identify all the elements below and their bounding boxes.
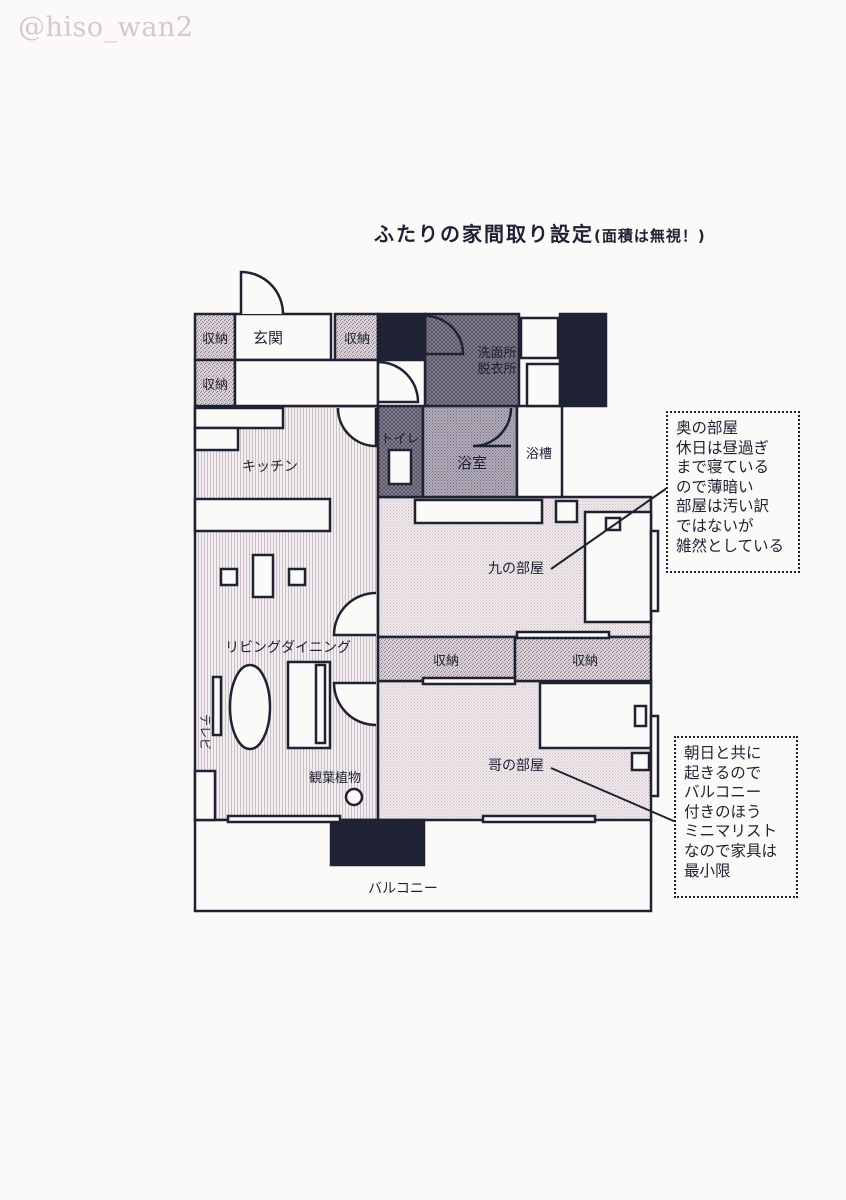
washroom-door-swing — [424, 314, 465, 356]
title-sub: (面積は無視！) — [594, 227, 706, 245]
author-handle: @hiso_wan2 — [18, 12, 194, 43]
note-ani-line: ミニマリスト — [684, 822, 778, 841]
balcony-wall-block — [329, 818, 426, 867]
note-ku-line: 部屋は汚い訳 — [676, 497, 770, 516]
living-cabinet — [193, 769, 217, 822]
bathroom-door-swing — [472, 407, 513, 448]
corridor-door-zone — [376, 358, 427, 408]
note-ku-line: ので薄暗い — [676, 477, 754, 496]
note-ani-line: 付きのほう — [684, 802, 762, 821]
corridor — [233, 358, 380, 408]
note-ani-line: 起きるので — [684, 763, 762, 782]
ku-stool — [554, 499, 579, 524]
page-title: ふたりの家間取り設定(面積は無視！) — [374, 218, 706, 247]
title-main: ふたりの家間取り設定 — [374, 222, 594, 246]
note-ani-line: なので家具は — [684, 841, 778, 860]
note-ku-line: 奥の部屋 — [676, 419, 739, 437]
ku-desk — [413, 498, 544, 525]
living-label: リビングダイニング — [225, 640, 351, 656]
kitchen-island — [193, 497, 332, 533]
window-living-balcony — [226, 814, 342, 824]
note-ku-line: 雑然としている — [676, 536, 785, 555]
ani-door-swing — [332, 681, 377, 727]
window-ani-balcony — [481, 814, 597, 824]
bathtub — [515, 404, 564, 499]
storage-top-3 — [193, 358, 237, 408]
dining-chair-left — [219, 567, 239, 587]
storage-label-3: 収納 — [202, 378, 228, 393]
ani-side-table — [630, 751, 651, 772]
sliding-door-ani-closet — [421, 676, 517, 686]
washbasin — [519, 316, 560, 360]
leader-ku — [550, 487, 668, 570]
wall-block-2 — [558, 312, 608, 408]
plant-pot — [344, 787, 364, 807]
ani-window-frame — [649, 714, 660, 798]
note-ku-line: 休日は昼過ぎ — [676, 438, 770, 457]
ani-pillow — [633, 704, 648, 728]
bathroom-label: 浴室 — [457, 454, 487, 472]
note-ani-line: バルコニー — [684, 783, 762, 802]
storage-label-4: 収納 — [433, 654, 459, 669]
wall-block-1 — [376, 312, 427, 362]
kitchen-door-swing — [336, 407, 378, 448]
washroom-label-1: 洗面所 — [477, 346, 516, 361]
room-ani-label: 哥の部屋 — [488, 758, 544, 774]
kitchen-counter-upper — [193, 406, 285, 430]
storage-top-2 — [333, 312, 380, 362]
toilet-door-swing — [377, 360, 420, 404]
storage-label-5: 収納 — [572, 654, 598, 669]
entrance-label: 玄関 — [253, 329, 283, 347]
dining-chair-right — [287, 567, 307, 587]
kitchen-counter-lower — [193, 426, 240, 452]
note-ku-line: まで寝ている — [676, 458, 770, 477]
note-ani-line: 朝日と共に — [684, 744, 762, 762]
room-ku-label: 九の部屋 — [488, 561, 544, 577]
ku-door-swing — [332, 591, 377, 637]
bathroom-area — [421, 404, 519, 499]
toilet-label: トイレ — [380, 432, 419, 447]
front-door-swing — [239, 270, 285, 315]
dining-table — [251, 553, 275, 599]
tv-label: テレビ — [198, 714, 212, 750]
leader-ani — [550, 767, 677, 823]
storage-label-1: 収納 — [202, 332, 228, 347]
ku-window-frame — [649, 529, 660, 613]
note-ku-room: 奥の部屋 休日は昼過ぎ まで寝ている ので薄暗い 部屋は汚い訳 ではないが 雑然… — [666, 411, 800, 573]
sofa-back — [314, 663, 327, 745]
washroom-label-2: 脱衣所 — [477, 361, 516, 377]
living-rug — [228, 663, 272, 751]
plant-label: 観葉植物 — [309, 771, 361, 786]
note-ani-room: 朝日と共に 起きるので バルコニー 付きのほう ミニマリスト なので家具は 最小… — [674, 736, 798, 898]
kitchen-label: キッチン — [242, 459, 298, 475]
storage-label-2: 収納 — [344, 332, 370, 347]
balcony-label: バルコニー — [368, 881, 438, 897]
note-ku-line: ではないが — [676, 516, 754, 535]
sliding-door-ku-closet — [515, 630, 611, 640]
washing-machine — [525, 362, 562, 408]
note-ani-line: 最小限 — [684, 861, 731, 880]
toilet-bowl — [387, 448, 413, 486]
tv-stand — [211, 675, 223, 737]
bathtub-label: 浴槽 — [526, 447, 552, 462]
